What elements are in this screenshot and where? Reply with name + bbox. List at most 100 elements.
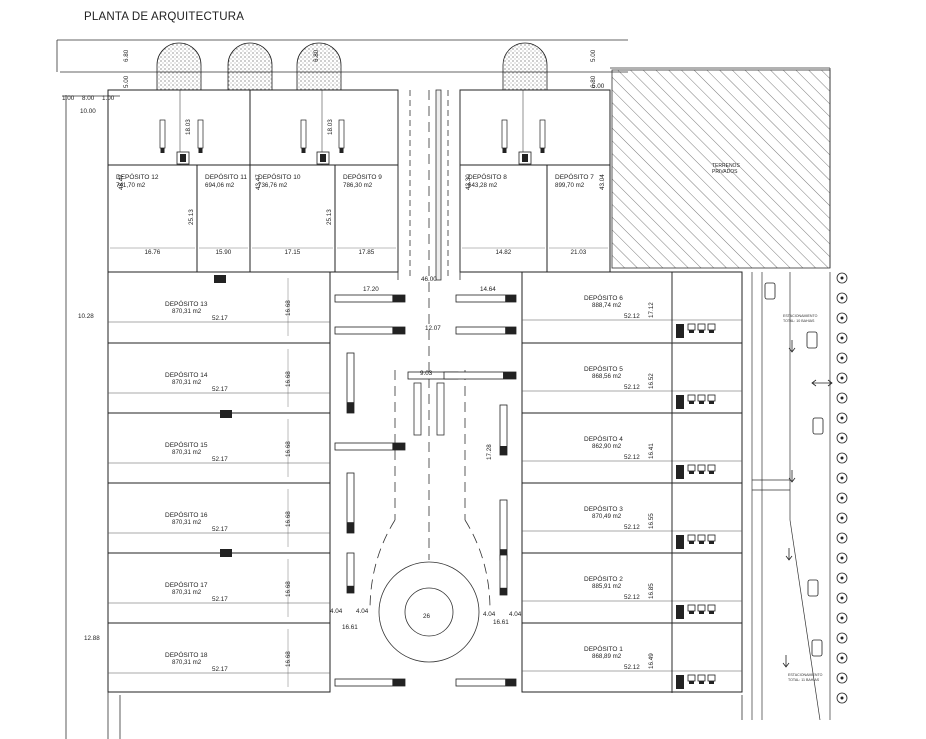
tree-icon [836, 652, 848, 664]
dock-trucks-bay [707, 604, 716, 612]
parking-strip [751, 272, 831, 721]
tree-icon [836, 472, 848, 484]
site-dim: 5.00 [592, 83, 605, 90]
deposit-width-dim: 14.82 [496, 249, 512, 256]
setback-dim: 6.80 [313, 49, 320, 62]
site-dim: 1.00 [62, 95, 75, 102]
tree-icon [836, 572, 848, 584]
inner-depth-dim: 18.03 [327, 119, 334, 135]
truck-cab [392, 443, 405, 450]
deposit-depth-dim: 25.13 [326, 209, 333, 225]
loading-bay-top [501, 119, 508, 153]
deposit-width-dim: 52.12 [624, 454, 640, 461]
parking-label: ESTACIONAMIENTO [783, 314, 818, 318]
dock-trucks-bay [687, 323, 696, 331]
deposit-width-dim: 21.03 [571, 249, 587, 256]
deposit-depth-dim: 25.13 [188, 209, 195, 225]
tree-icon [836, 392, 848, 404]
dock-trucks-bay [707, 323, 716, 331]
deposit-area-top: 741,70 m2 [116, 182, 146, 189]
deposit-name-right: DEPÓSITO 4 [584, 434, 623, 443]
setback-dim: 5.00 [590, 49, 597, 62]
road-dim: 12.07 [425, 325, 441, 332]
parked-car [764, 282, 776, 300]
dock-trucks-bay [687, 394, 696, 402]
deposit-width-dim: 52.12 [624, 524, 640, 531]
loading-bay-top [197, 119, 204, 153]
deposit-width-dim: 52.17 [212, 526, 228, 533]
dock-trucks-bay [687, 464, 696, 472]
road-dim: 4.04 [483, 611, 496, 618]
flow-arrow-icon [782, 655, 790, 668]
truck-cab [347, 522, 354, 533]
tree-icon [836, 352, 848, 364]
deposit-width-dim: 16.76 [145, 249, 161, 256]
deposit-width-dim: 52.17 [212, 386, 228, 393]
flow-arrow-icon [788, 470, 796, 483]
deposit-depth-dim: 16.68 [285, 300, 292, 316]
dock-trucks [687, 323, 716, 333]
tree-icon [836, 312, 848, 324]
deposit-area-top: 899,70 m2 [555, 182, 585, 189]
truck-cab [392, 679, 405, 686]
dock-trucks-bay [697, 534, 706, 542]
deposit-width-dim: 52.12 [624, 313, 640, 320]
parked-car [811, 639, 823, 657]
deposit-depth-dim: 16.68 [285, 371, 292, 387]
deposit-width-dim: 17.85 [359, 249, 375, 256]
dock-trucks-bay [687, 674, 696, 682]
tree-icon [836, 512, 848, 524]
cab [339, 148, 344, 153]
dock-trucks-wheel [689, 681, 694, 684]
door-marker [220, 549, 232, 557]
deposit-width-dim: 15.90 [216, 249, 232, 256]
truck-cab [392, 295, 405, 302]
site-dim: 10.00 [80, 108, 96, 115]
dock-trucks-bay [697, 464, 706, 472]
deposit-area-right: 888,74 m2 [592, 302, 622, 309]
top-buildings [107, 89, 611, 273]
truck [499, 554, 508, 596]
deposit-width-dim: 52.17 [212, 596, 228, 603]
tree-icon [836, 592, 848, 604]
deposit-area-left: 870,31 m2 [172, 379, 202, 386]
setback-dim: 5.00 [123, 75, 130, 88]
tree-icon-core [840, 476, 844, 480]
deposit-area-left: 870,31 m2 [172, 519, 202, 526]
deposit-name-top: DEPÓSITO 7 [555, 172, 594, 181]
tree-icon [836, 552, 848, 564]
deposit-area-right: 862,90 m2 [592, 443, 622, 450]
truck [455, 678, 517, 687]
tree-icon-core [840, 456, 844, 460]
two-way-arrow-icon [811, 379, 833, 387]
truck-cab [347, 402, 354, 413]
deposit-depth-dim: 43.30 [465, 174, 472, 190]
tree-icon-core [840, 396, 844, 400]
deposit-name-right: DEPÓSITO 1 [584, 644, 623, 653]
deposit-name-top: DEPÓSITO 12 [116, 172, 159, 181]
cab [301, 148, 306, 153]
parking-label: ESTACIONAMIENTO [788, 673, 823, 677]
deposit-depth-dim: 16.68 [285, 581, 292, 597]
deposit-width-dim: 52.17 [212, 666, 228, 673]
deposit-name-left: DEPÓSITO 17 [165, 580, 208, 589]
road-dim: 4.04 [356, 608, 369, 615]
site-dim: 8.00 [82, 95, 95, 102]
deposit-depth-dim: 43.47 [118, 174, 125, 190]
truck-cab [500, 446, 507, 455]
tree-icon-core [840, 416, 844, 420]
flow-arrow-icon [785, 548, 793, 561]
deposit-area-left: 870,31 m2 [172, 449, 202, 456]
tree-icon-core [840, 536, 844, 540]
cab [540, 148, 545, 153]
dock-trucks-wheel [699, 330, 704, 333]
tree-icon-core [840, 696, 844, 700]
truck [455, 294, 517, 303]
cab [198, 148, 203, 153]
deposit-area-left: 870,31 m2 [172, 308, 202, 315]
dock-trucks-wheel [689, 541, 694, 544]
deposit-area-top: 786,30 m2 [343, 182, 373, 189]
deposit-depth-dim: 16.52 [648, 373, 655, 389]
tree-icon [836, 432, 848, 444]
